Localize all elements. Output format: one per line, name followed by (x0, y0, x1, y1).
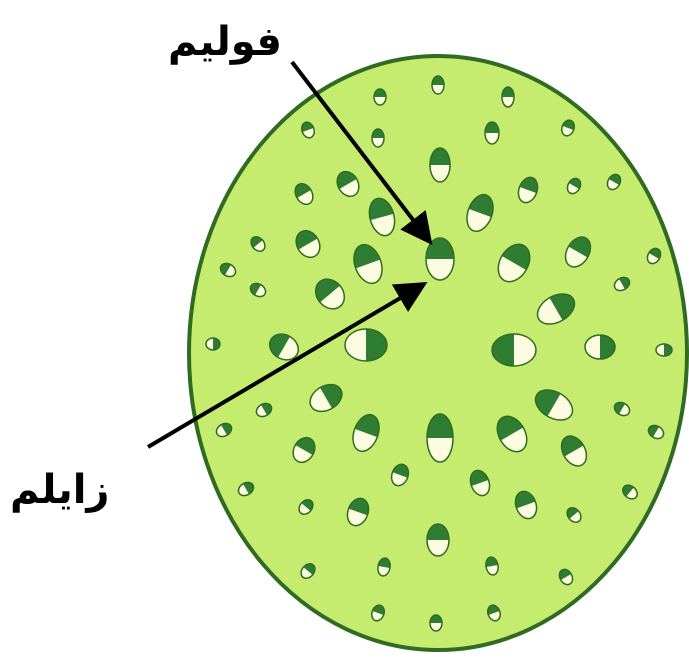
phloem-label: فوليم (168, 22, 282, 62)
xylem-label: زايلم (10, 470, 109, 510)
